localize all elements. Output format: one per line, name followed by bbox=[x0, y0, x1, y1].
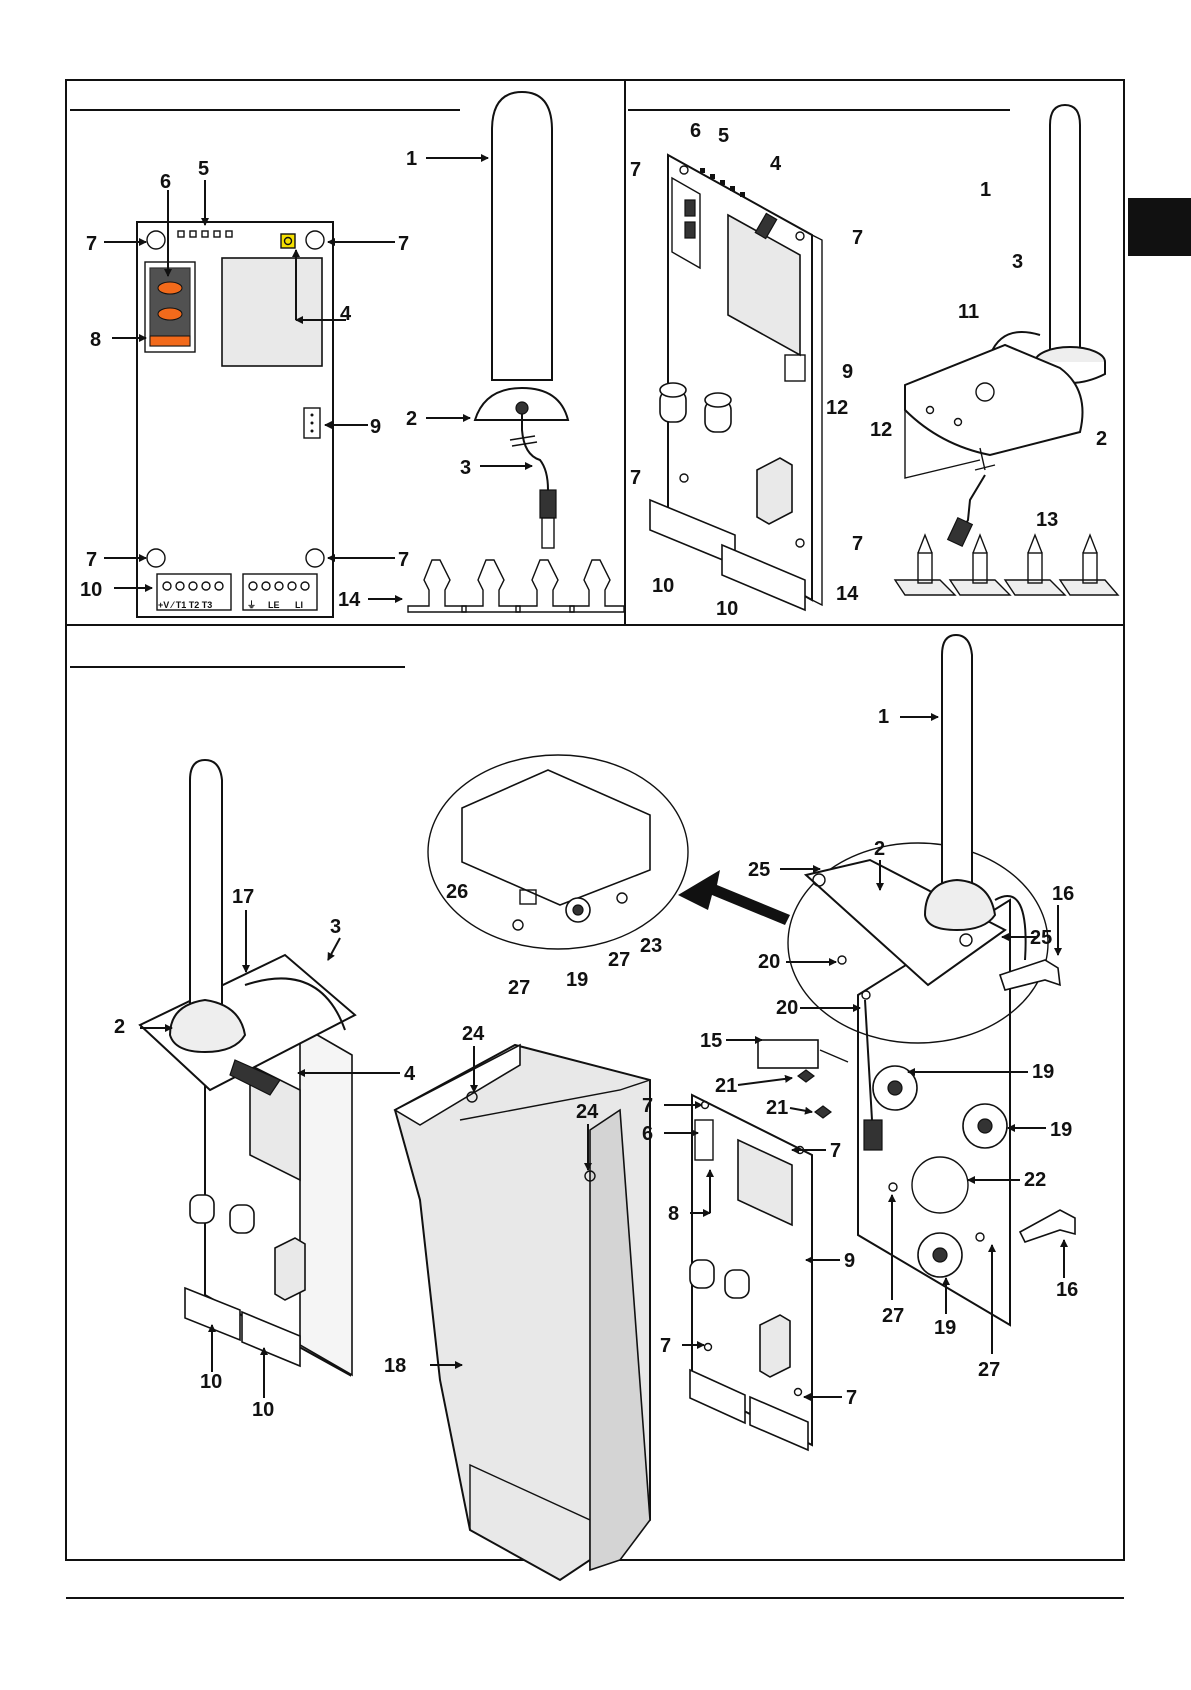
standoffs-14 bbox=[408, 560, 624, 612]
callout-10: 10 bbox=[716, 598, 738, 620]
callout-1: 1 bbox=[980, 179, 991, 201]
callout-4: 4 bbox=[770, 153, 782, 175]
callout-24: 24 bbox=[576, 1101, 599, 1123]
terminal-label-li: LI bbox=[295, 600, 303, 610]
callout-25: 25 bbox=[748, 859, 770, 881]
callout-19: 19 bbox=[1050, 1119, 1072, 1141]
callout-19: 19 bbox=[1032, 1061, 1054, 1083]
callout-7: 7 bbox=[398, 549, 409, 571]
callout-27: 27 bbox=[882, 1305, 904, 1327]
callout-23: 23 bbox=[640, 935, 662, 957]
terminal-label-le: LE bbox=[268, 600, 280, 610]
gsm-module bbox=[222, 258, 322, 366]
callout-2: 2 bbox=[114, 1016, 125, 1038]
terminal-label-1: +V ⁄ T1 T2 T3 bbox=[158, 600, 212, 610]
callout-27: 27 bbox=[978, 1359, 1000, 1381]
callout-12: 12 bbox=[826, 397, 848, 419]
callout-27: 27 bbox=[608, 949, 630, 971]
callout-4: 4 bbox=[404, 1063, 416, 1085]
relay-iso bbox=[757, 458, 792, 524]
callout-5: 5 bbox=[198, 158, 209, 180]
callout-9: 9 bbox=[844, 1250, 855, 1272]
callout-20: 20 bbox=[758, 951, 780, 973]
callout-4: 4 bbox=[340, 303, 352, 325]
standoffs-iso bbox=[895, 535, 1118, 595]
callout-9: 9 bbox=[842, 361, 853, 383]
callout-10: 10 bbox=[200, 1371, 222, 1393]
callout-19: 19 bbox=[934, 1317, 956, 1339]
callout-6: 6 bbox=[642, 1123, 653, 1145]
callout-7: 7 bbox=[398, 233, 409, 255]
callout-6: 6 bbox=[160, 171, 171, 193]
callout-2: 2 bbox=[406, 408, 417, 430]
callout-20: 20 bbox=[776, 997, 798, 1019]
callout-5: 5 bbox=[718, 125, 729, 147]
sim-holder bbox=[145, 262, 195, 352]
antenna-connector bbox=[281, 234, 295, 248]
callout-10: 10 bbox=[652, 575, 674, 597]
detail-circle bbox=[428, 755, 688, 949]
callout-7: 7 bbox=[630, 467, 641, 489]
assembled-unit bbox=[140, 760, 355, 1375]
callout-7: 7 bbox=[830, 1140, 841, 1162]
callout-18: 18 bbox=[384, 1355, 406, 1377]
antenna-iso bbox=[985, 105, 1105, 383]
callout-2: 2 bbox=[1096, 428, 1107, 450]
callout-22: 22 bbox=[1024, 1169, 1046, 1191]
callout-7: 7 bbox=[642, 1095, 653, 1117]
callout-21: 21 bbox=[715, 1075, 737, 1097]
callout-9: 9 bbox=[370, 416, 381, 438]
side-tab bbox=[1128, 198, 1191, 256]
callout-7: 7 bbox=[852, 227, 863, 249]
callout-1: 1 bbox=[878, 706, 889, 728]
callout-7: 7 bbox=[852, 533, 863, 555]
callout-17: 17 bbox=[232, 886, 254, 908]
callout-6: 6 bbox=[690, 120, 701, 142]
callout-14: 14 bbox=[338, 589, 361, 611]
panel-2 bbox=[650, 105, 1118, 610]
callout-21: 21 bbox=[766, 1097, 788, 1119]
callout-7: 7 bbox=[86, 549, 97, 571]
callout-3: 3 bbox=[460, 457, 471, 479]
callout-12: 12 bbox=[870, 419, 892, 441]
callout-8: 8 bbox=[668, 1203, 679, 1225]
callout-11: 11 bbox=[958, 301, 979, 323]
callout-14: 14 bbox=[836, 583, 859, 605]
callout-10: 10 bbox=[80, 579, 102, 601]
panel-1: +V ⁄ T1 T2 T3 ⏚ LE LI bbox=[137, 92, 624, 617]
callout-8: 8 bbox=[90, 329, 101, 351]
callout-1: 1 bbox=[406, 148, 417, 170]
callout-26: 26 bbox=[446, 881, 468, 903]
callout-7: 7 bbox=[660, 1335, 671, 1357]
callout-16: 16 bbox=[1052, 883, 1074, 905]
antenna-straight bbox=[475, 92, 568, 548]
callout-19: 19 bbox=[566, 969, 588, 991]
callout-16: 16 bbox=[1056, 1279, 1078, 1301]
cable-connector bbox=[540, 490, 556, 518]
callout-3: 3 bbox=[330, 916, 341, 938]
callout-7: 7 bbox=[630, 159, 641, 181]
panel-3 bbox=[140, 635, 1075, 1580]
callout-13: 13 bbox=[1036, 509, 1058, 531]
callout-15: 15 bbox=[700, 1030, 722, 1052]
callout-3: 3 bbox=[1012, 251, 1023, 273]
terminal-label-gnd: ⏚ bbox=[247, 600, 256, 610]
callout-10: 10 bbox=[252, 1399, 274, 1421]
big-arrow bbox=[678, 870, 790, 925]
callout-2: 2 bbox=[874, 838, 885, 860]
callout-7: 7 bbox=[846, 1387, 857, 1409]
callout-27: 27 bbox=[508, 977, 530, 999]
cover-18 bbox=[395, 1045, 650, 1580]
callout-24: 24 bbox=[462, 1023, 485, 1045]
callout-7: 7 bbox=[86, 233, 97, 255]
